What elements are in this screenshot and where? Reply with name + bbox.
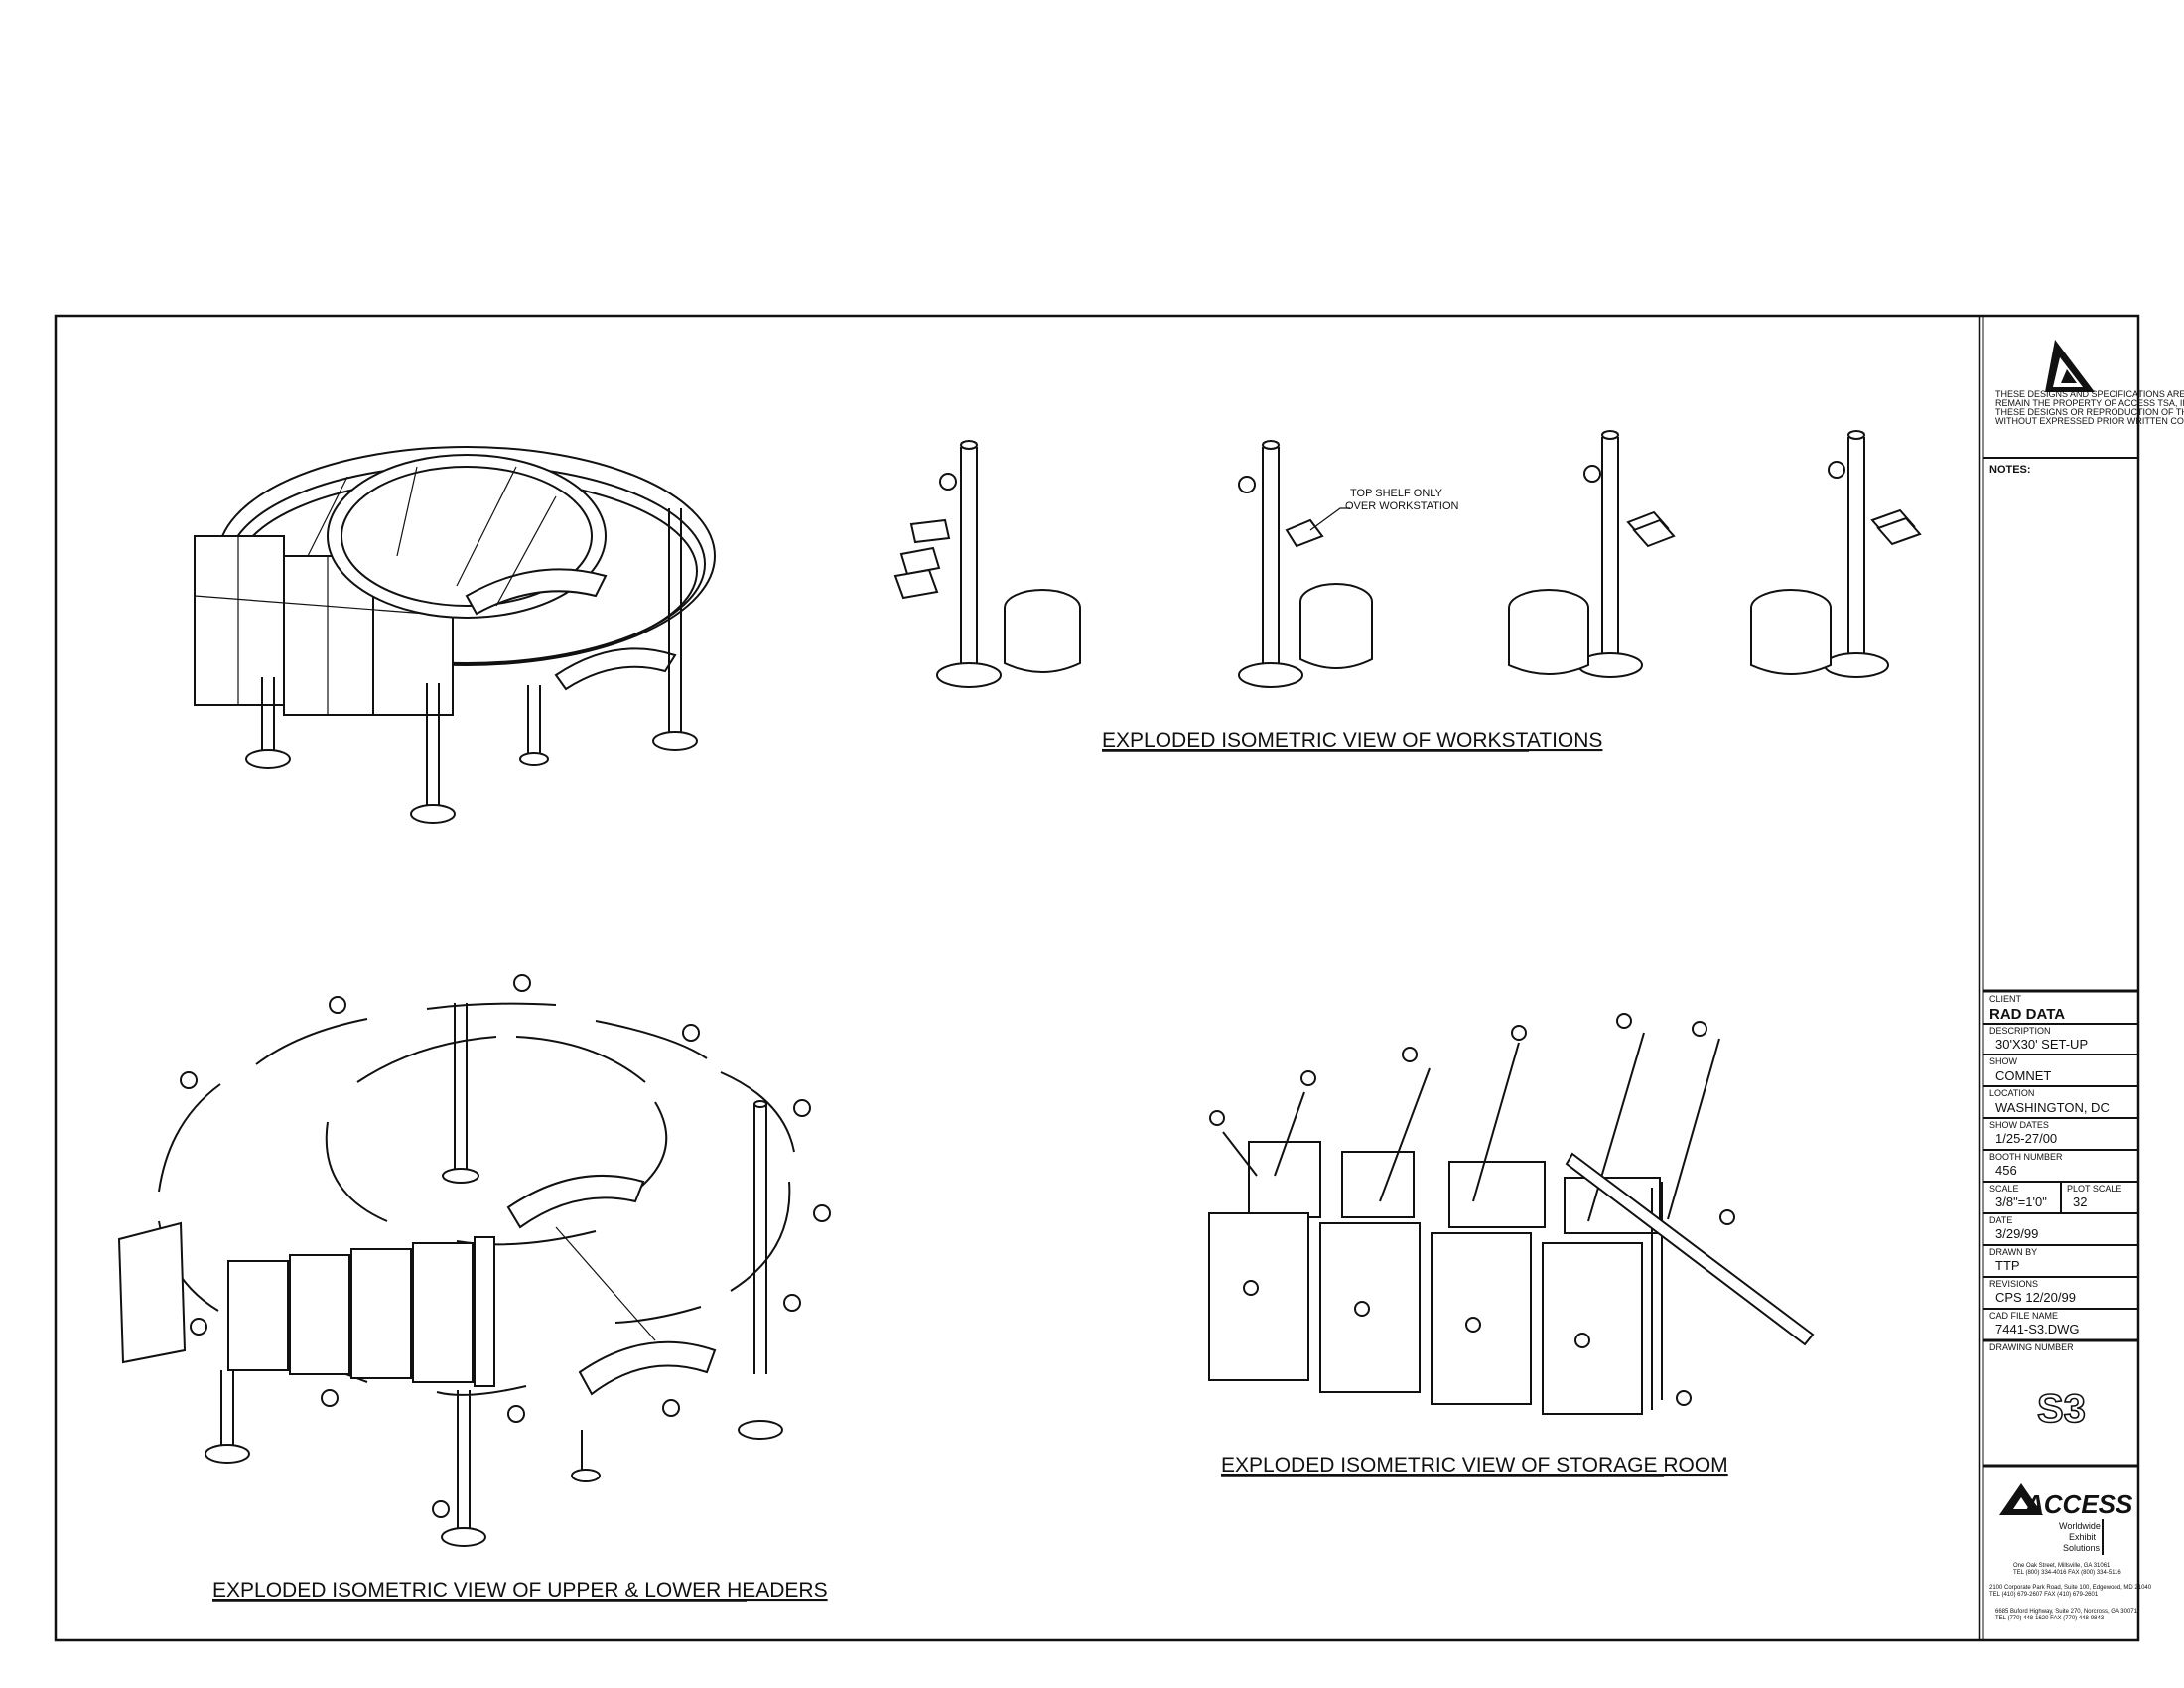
shelf-note-line-1: TOP SHELF ONLY: [1350, 488, 1443, 499]
workstation-2: TOP SHELF ONLY OVER WORKSTATION: [1238, 440, 1459, 688]
show-label: SHOW: [1989, 1056, 2018, 1066]
date-label: DATE: [1989, 1215, 2012, 1225]
cad-file-value: 7441-S3.DWG: [1995, 1322, 2080, 1336]
title-block: THESE DESIGNS AND SPECIFICATIONS ARE AND…: [1983, 340, 2184, 1621]
show-dates-label: SHOW DATES: [1989, 1120, 2049, 1130]
workstation-1: [893, 440, 1081, 688]
plot-scale-label: PLOT SCALE: [2067, 1184, 2121, 1194]
brand-tagline-3: Solutions: [2063, 1543, 2101, 1553]
workstation-4: [1750, 430, 1922, 678]
storage-room-isometric: EXPLODED ISOMETRIC VIEW OF STORAGE ROOM: [1208, 1013, 1815, 1477]
address-line-2: TEL (800) 334-4016 FAX (800) 334-5116: [2013, 1570, 2121, 1576]
disclaimer-line-4: WITHOUT EXPRESSED PRIOR WRITTEN CONSENT …: [1995, 416, 2184, 426]
show-dates-value: 1/25-27/00: [1995, 1131, 2057, 1146]
booth-number-label: BOOTH NUMBER: [1989, 1152, 2063, 1162]
description-label: DESCRIPTION: [1989, 1026, 2051, 1036]
drawing-number-label: DRAWING NUMBER: [1989, 1342, 2074, 1352]
address-line-5: 6685 Buford Highway, Suite 270, Norcross…: [1995, 1609, 2138, 1615]
show-value: COMNET: [1995, 1068, 2051, 1083]
access-logo-top-icon: [2045, 340, 2095, 392]
headers-isometric: EXPLODED ISOMETRIC VIEW OF UPPER & LOWER…: [117, 974, 831, 1602]
drawn-by-label: DRAWN BY: [1989, 1247, 2037, 1257]
client-label: CLIENT: [1989, 994, 2022, 1004]
disclaimer-line-3: THESE DESIGNS OR REPRODUCTION OF THESE D…: [1995, 407, 2184, 417]
location-value: WASHINGTON, DC: [1995, 1100, 2110, 1115]
revisions-value: CPS 12/20/99: [1995, 1290, 2076, 1305]
disclaimer-line-2: REMAIN THE PROPERTY OF ACCESS TSA, INC. …: [1995, 398, 2184, 408]
address-line-6: TEL (770) 448-1620 FAX (770) 448-9843: [1995, 1616, 2105, 1621]
workstation-3: [1508, 430, 1676, 678]
assembled-booth-isometric: [194, 446, 716, 824]
address-line-1: One Oak Street, Millsville, GA 31061: [2013, 1563, 2111, 1569]
brand-name: ACCESS: [2024, 1489, 2133, 1519]
scale-label: SCALE: [1989, 1184, 2019, 1194]
address-line-3: 2100 Corporate Park Road, Suite 100, Edg…: [1989, 1585, 2152, 1591]
drawn-by-value: TTP: [1995, 1258, 2020, 1273]
storage-room-title: EXPLODED ISOMETRIC VIEW OF STORAGE ROOM: [1221, 1454, 1728, 1477]
scale-value: 3/8"=1'0": [1995, 1195, 2047, 1209]
workstations-title: EXPLODED ISOMETRIC VIEW OF WORKSTATIONS: [1102, 729, 1602, 752]
brand-tagline-1: Worldwide: [2059, 1521, 2101, 1531]
booth-number-value: 456: [1995, 1163, 2017, 1178]
shelf-note-line-2: OVER WORKSTATION: [1345, 500, 1459, 512]
cad-file-label: CAD FILE NAME: [1989, 1311, 2058, 1321]
description-value: 30'X30' SET-UP: [1995, 1037, 2088, 1052]
disclaimer-line-1: THESE DESIGNS AND SPECIFICATIONS ARE AND…: [1995, 389, 2184, 399]
notes-label: NOTES:: [1989, 464, 2031, 476]
plot-scale-value: 32: [2073, 1195, 2087, 1209]
workstations-isometric: TOP SHELF ONLY OVER WORKSTATION: [893, 430, 1922, 752]
date-value: 3/29/99: [1995, 1226, 2038, 1241]
headers-title: EXPLODED ISOMETRIC VIEW OF UPPER & LOWER…: [212, 1579, 828, 1602]
sheet-border: [54, 314, 2140, 1642]
access-logo-bottom-icon: [1999, 1483, 2043, 1515]
brand-tagline-2: Exhibit: [2069, 1532, 2097, 1542]
revisions-label: REVISIONS: [1989, 1279, 2038, 1289]
client-value: RAD DATA: [1989, 1006, 2065, 1023]
drawing-number-value: S3: [2037, 1387, 2086, 1431]
address-line-4: TEL (410) 679-2607 FAX (410) 679-2601: [1989, 1592, 2099, 1598]
location-label: LOCATION: [1989, 1088, 2034, 1098]
